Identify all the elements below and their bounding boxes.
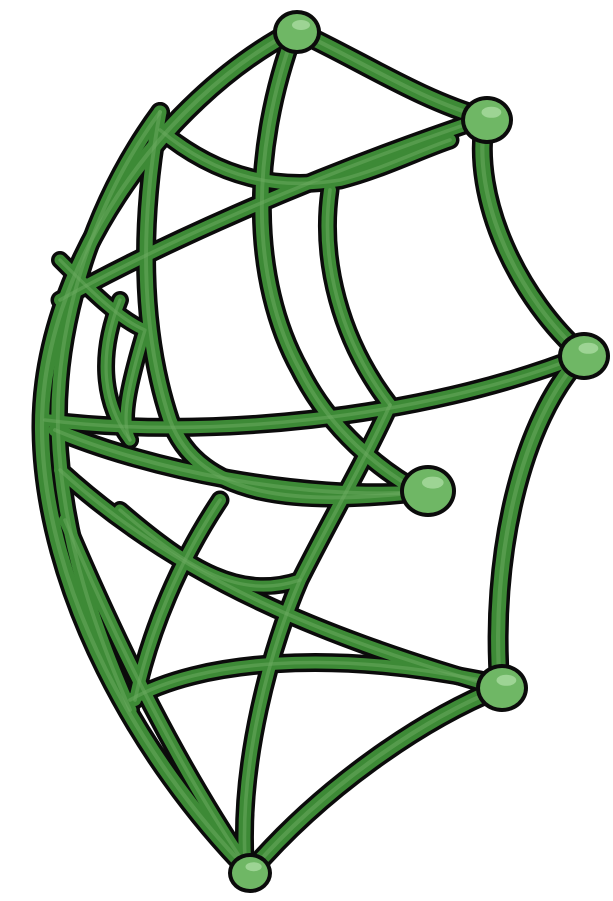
node-top-body (277, 14, 317, 50)
node-top (273, 10, 321, 54)
strand-outer-bottom-highlight (247, 685, 503, 875)
strand-spoke-center-highlight (53, 428, 422, 496)
node-lower-right-shine (496, 674, 517, 686)
strand-outer-bottom-outline (239, 677, 511, 883)
strand-ring-e-highlight (133, 498, 222, 702)
node-top-shine (292, 20, 310, 30)
node-bottom-body (232, 857, 268, 889)
node-right-shine (578, 342, 599, 354)
node-center-body (404, 469, 452, 513)
node-lower-right (476, 664, 528, 712)
strand-outer-right-1 (475, 111, 590, 362)
strand-spoke-bottom-highlight (63, 518, 252, 874)
strand-spoke-top-highlight (58, 116, 487, 302)
strand-ring-f-highlight (118, 508, 302, 588)
strand-ring-d (124, 656, 486, 706)
node-center (400, 465, 456, 517)
strand-spoke-low-highlight (58, 468, 502, 690)
node-right (558, 332, 610, 380)
node-upper-right-body (465, 100, 509, 140)
strand-rim-left-highlight (39, 27, 298, 875)
node-upper-right-shine (481, 106, 502, 118)
strand-outer-right-1-highlight (480, 115, 586, 358)
strand-ring-a-highlight (325, 188, 392, 407)
node-bottom (228, 853, 272, 893)
node-upper-right (461, 96, 513, 144)
strand-arc-2-highlight (144, 110, 422, 500)
strand-ring-d-highlight (128, 660, 482, 702)
strand-arc-3-highlight (259, 28, 422, 494)
node-lower-right-body (480, 668, 524, 708)
strand-ring-b-highlight (242, 403, 392, 862)
strand-ring-g-highlight (58, 258, 147, 442)
strand-outer-right-2-highlight (496, 352, 586, 691)
node-right-body (562, 336, 606, 376)
strand-ring-top-highlight (158, 128, 452, 186)
strand-spoke-mid-highlight (43, 353, 585, 430)
node-center-shine (422, 476, 444, 489)
node-bottom-shine (245, 862, 262, 872)
strand-ring-c-highlight (104, 298, 132, 442)
